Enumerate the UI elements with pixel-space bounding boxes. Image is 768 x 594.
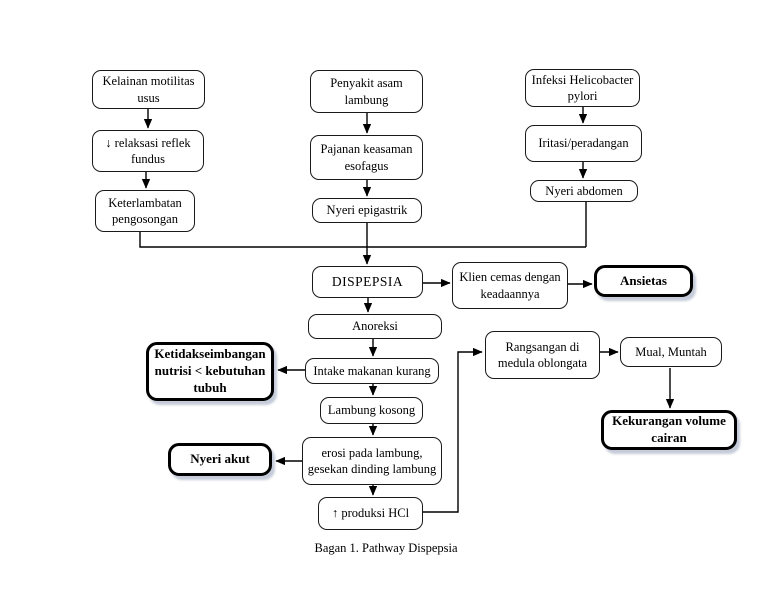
node-dispepsia: DISPEPSIA: [312, 266, 423, 298]
node-nyeri-akut: Nyeri akut: [168, 443, 272, 476]
node-label: Ansietas: [620, 272, 667, 288]
node-label: Nyeri epigastrik: [326, 203, 408, 218]
node-label: Nyeri abdomen: [545, 183, 623, 198]
node-label: DISPEPSIA: [331, 274, 404, 290]
node-label: Kelainan motilitas usus: [102, 74, 195, 105]
node-label: ↑ produksi HCl: [331, 506, 410, 521]
node-label: Intake makanan kurang: [313, 363, 431, 378]
node-penyakit-asam-lambung: Penyakit asam lambung: [310, 70, 423, 113]
node-label: Iritasi/peradangan: [538, 136, 629, 151]
node-rangsangan-medula-oblongata: Rangsangan di medula oblongata: [485, 331, 600, 379]
connector-keterlambatan-junction: [139, 232, 586, 248]
diagram-caption: Bagan 1. Pathway Dispepsia: [314, 541, 458, 555]
node-label: Pajanan keasaman esofagus: [320, 142, 413, 173]
node-label: ↓ relaksasi reflek fundus: [105, 135, 191, 166]
node-lambung-kosong: Lambung kosong: [320, 397, 423, 424]
node-nyeri-epigastrik: Nyeri epigastrik: [312, 198, 422, 223]
node-infeksi-helicobacter-pylori: Infeksi Helicobacter pylori: [525, 69, 640, 107]
node-klien-cemas: Klien cemas dengan keadaannya: [452, 262, 568, 309]
node-pajanan-keasaman-esofagus: Pajanan keasaman esofagus: [310, 135, 423, 180]
node-label: Lambung kosong: [327, 403, 416, 418]
node-label: Kekurangan volume cairan: [612, 413, 726, 445]
node-kekurangan-volume-cairan: Kekurangan volume cairan: [601, 410, 737, 450]
node-label: Mual, Muntah: [635, 344, 707, 359]
node-label: erosi pada lambung, gesekan dinding lamb…: [307, 445, 437, 476]
node-label: Rangsangan di medula oblongata: [497, 339, 588, 370]
node-erosi-lambung: erosi pada lambung, gesekan dinding lamb…: [302, 437, 442, 485]
node-produksi-hcl: ↑ produksi HCl: [318, 497, 423, 530]
node-label: Infeksi Helicobacter pylori: [531, 72, 634, 103]
node-relaksasi-reflek-fundus: ↓ relaksasi reflek fundus: [92, 130, 204, 172]
node-intake-makanan-kurang: Intake makanan kurang: [305, 358, 439, 384]
node-ketidakseimbangan-nutrisi: Ketidakseimbangan nutrisi < kebutuhan tu…: [146, 342, 274, 401]
node-label: Penyakit asam lambung: [330, 76, 403, 107]
node-nyeri-abdomen: Nyeri abdomen: [530, 180, 638, 202]
node-label: Nyeri akut: [190, 451, 250, 467]
node-anoreksi: Anoreksi: [308, 314, 442, 339]
node-iritasi-peradangan: Iritasi/peradangan: [525, 125, 642, 162]
node-kelainan-motilitas-usus: Kelainan motilitas usus: [92, 70, 205, 109]
node-mual-muntah: Mual, Muntah: [620, 337, 722, 367]
node-label: Klien cemas dengan keadaannya: [459, 270, 561, 301]
node-label: Keterlambatan pengosongan: [108, 195, 182, 226]
node-ansietas: Ansietas: [594, 265, 693, 297]
node-keterlambatan-pengosongan: Keterlambatan pengosongan: [95, 190, 195, 232]
node-label: Anoreksi: [352, 319, 398, 334]
node-label: Ketidakseimbangan nutrisi < kebutuhan tu…: [154, 346, 266, 395]
